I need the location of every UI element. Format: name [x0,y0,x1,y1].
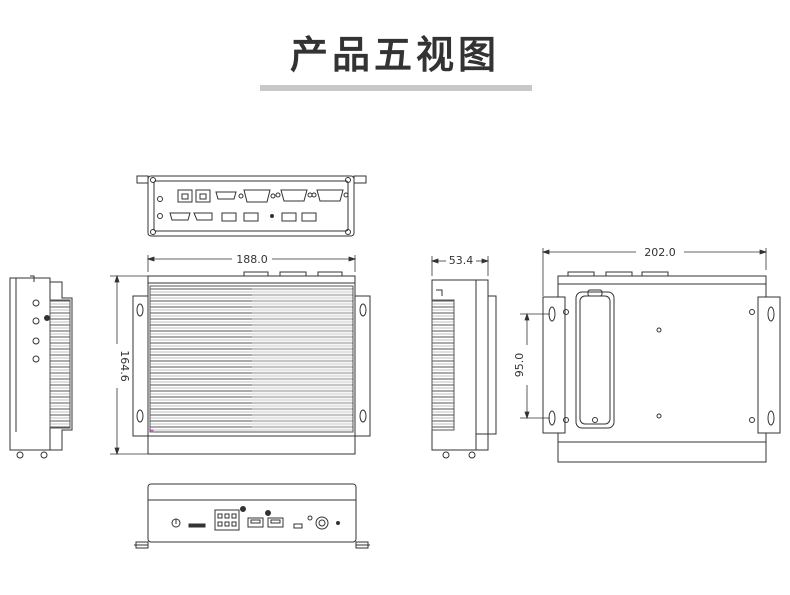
hdmi-port-1 [215,191,237,200]
usb-port-rear-1 [221,212,237,222]
audio-jack [315,516,329,530]
usb-port-rear-4 [301,212,317,222]
power-button [171,518,181,528]
terminal-block [214,509,240,531]
title-underline [260,85,532,91]
rear-io-view [136,175,367,237]
dimension-front-height [110,274,148,456]
usb-port-front-2 [267,517,284,528]
hdmi-port-2 [169,212,191,221]
dimension-mount-spacing [520,312,550,420]
usb-port-rear-2 [243,212,259,222]
dimension-bottom-width [541,248,768,296]
right-side-view [431,279,497,459]
dp-port [193,212,213,221]
front-main-view [132,271,371,455]
page-title: 产品五视图 [289,33,500,77]
com-port-2 [311,189,349,202]
rj45-port-2 [195,189,211,203]
usb-port-rear-3 [281,212,297,222]
dimension-side-depth-label: 53.4 [449,254,474,267]
dimension-front-width [146,255,357,272]
dimension-mount-spacing-label: 95.0 [513,353,526,378]
dimension-front-width-label: 188.0 [236,253,268,266]
vga-port [238,189,276,203]
bottom-view [542,271,781,463]
rj45-port-1 [177,189,193,203]
left-side-view [9,275,73,459]
dimension-front-height-label: 164.6 [118,350,131,382]
front-io-view [134,483,370,549]
sim-slot [188,523,206,528]
dimension-bottom-width-label: 202.0 [644,246,676,259]
dimension-side-depth [430,256,490,276]
led-indicator [293,523,303,529]
usb-port-front-1 [247,517,264,528]
